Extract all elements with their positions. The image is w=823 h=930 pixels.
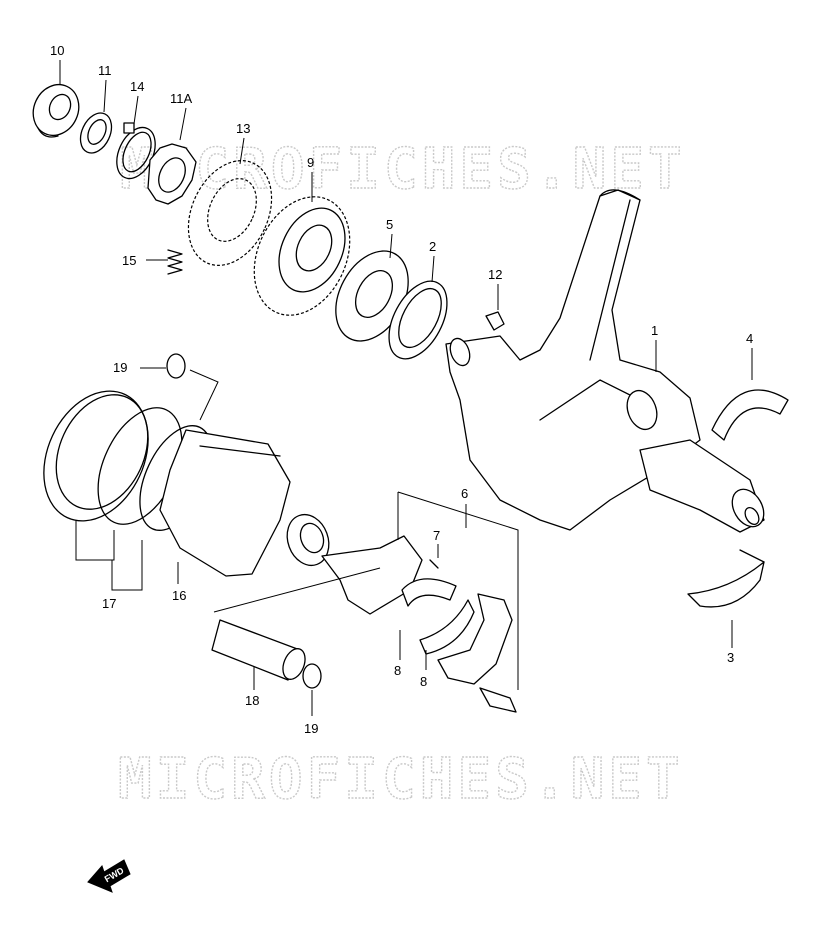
callout-9: 9 (307, 155, 314, 170)
watermark-top: MICROFICHES.NET (120, 137, 686, 202)
part-gear-dashed (187, 160, 273, 266)
callout-12: 12 (488, 267, 502, 282)
part-key (485, 311, 505, 331)
part-rod-bearing-upper (401, 578, 457, 607)
leader-lines (59, 60, 753, 716)
part-thrust-washer (335, 250, 409, 342)
part-main-bearing-lower (687, 549, 765, 608)
part-dowel-pin (429, 559, 439, 569)
callout-7: 7 (433, 528, 440, 543)
callout-13: 13 (236, 121, 250, 136)
part-main-bearing-upper (711, 389, 789, 441)
callout-labels: 10 11 14 11A 13 9 15 5 2 12 1 4 19 6 7 1… (50, 43, 753, 736)
callout-5: 5 (386, 217, 393, 232)
callout-2: 2 (429, 239, 436, 254)
callout-19-bottom: 19 (304, 721, 318, 736)
part-piston-pin (211, 619, 306, 681)
part-piston-pin-clip-bottom (302, 663, 322, 689)
part-oil-seal (32, 84, 80, 138)
callout-8-upper: 8 (394, 663, 401, 678)
callout-11: 11 (98, 63, 112, 78)
part-spring (167, 249, 183, 275)
callout-8-lower: 8 (420, 674, 427, 689)
part-drive-gear (253, 196, 351, 316)
watermark-bottom: MICROFICHES.NET (118, 747, 684, 812)
part-connecting-rod (286, 513, 423, 615)
callout-11a: 11A (170, 91, 192, 106)
callout-19-top: 19 (113, 360, 127, 375)
part-bearing (388, 280, 448, 360)
fwd-arrow-icon: FWD (87, 859, 131, 893)
part-rod-cap (437, 593, 513, 685)
part-rod-bolt (479, 687, 517, 713)
callout-6: 6 (461, 486, 468, 501)
part-washer (79, 112, 113, 154)
callout-16: 16 (172, 588, 186, 603)
part-crankshaft (445, 189, 765, 533)
callout-17: 17 (102, 596, 116, 611)
callout-3: 3 (727, 650, 734, 665)
callout-15: 15 (122, 253, 136, 268)
callout-10: 10 (50, 43, 64, 58)
callout-1: 1 (651, 323, 658, 338)
part-piston-pin-clip-top (166, 353, 186, 379)
callout-18: 18 (245, 693, 259, 708)
part-rod-bearing-lower (419, 599, 475, 655)
callout-4: 4 (746, 331, 753, 346)
callout-14: 14 (130, 79, 144, 94)
part-piston (159, 429, 291, 577)
part-tab-washer (147, 143, 197, 205)
